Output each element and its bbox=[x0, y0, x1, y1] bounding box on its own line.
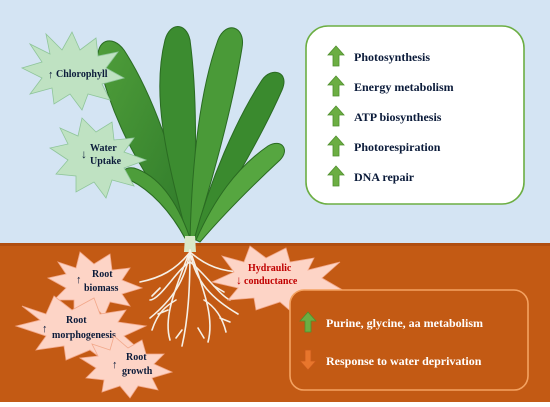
lower-panel-up-arrow-icon bbox=[299, 311, 317, 333]
upper-panel-item-label: Photosynthesis bbox=[354, 50, 430, 64]
stem bbox=[184, 236, 196, 252]
root-system bbox=[139, 249, 245, 347]
hydraulic-line1: Hydraulic bbox=[248, 263, 292, 274]
water-uptake-callout: ↓ Water Uptake bbox=[48, 117, 148, 199]
root-growth-callout: ↑ Root growth bbox=[78, 335, 174, 399]
upper-panel-up-arrow-icon bbox=[327, 75, 345, 97]
root-biomass-arrow: ↑ bbox=[76, 274, 82, 286]
upper-panel-up-arrow-icon bbox=[327, 45, 345, 67]
soil-surface-line bbox=[0, 243, 550, 246]
water-uptake-burst bbox=[48, 117, 148, 199]
water-uptake-arrow: ↓ bbox=[81, 147, 87, 161]
chlorophyll-label: Chlorophyll bbox=[56, 69, 108, 80]
upper-panel-item-label: Photorespiration bbox=[354, 140, 441, 154]
lower-panel-down-arrow-icon bbox=[299, 349, 317, 371]
leaf-center bbox=[189, 27, 243, 241]
root-biomass-line1: Root bbox=[92, 269, 113, 280]
root-morphogenesis-line1: Root bbox=[66, 315, 87, 326]
upper-panel-up-arrow-icon bbox=[327, 105, 345, 127]
hydraulic-line2: conductance bbox=[244, 276, 298, 287]
root-biomass-callout: ↑ Root biomass bbox=[46, 251, 144, 317]
upper-panel-item-label: ATP biosynthesis bbox=[354, 110, 442, 124]
root-growth-line2: growth bbox=[122, 366, 153, 377]
hydraulic-arrow: ↓ bbox=[236, 273, 242, 287]
chlorophyll-callout: ↑ Chlorophyll bbox=[20, 31, 126, 111]
root-biomass-burst bbox=[46, 251, 144, 317]
water-uptake-line2: Uptake bbox=[90, 156, 122, 167]
upper-panel-item-label: DNA repair bbox=[354, 170, 415, 184]
lower-panel-box bbox=[289, 289, 529, 391]
root-growth-arrow: ↑ bbox=[112, 359, 118, 371]
chlorophyll-arrow: ↑ bbox=[48, 69, 54, 81]
lower-panel-item-label: Purine, glycine, aa metabolism bbox=[326, 316, 483, 330]
upper-panel-up-arrow-icon bbox=[327, 135, 345, 157]
leaf-far-right bbox=[195, 142, 285, 243]
lower-panel-item-label: Response to water deprivation bbox=[326, 354, 482, 368]
chlorophyll-burst bbox=[20, 31, 126, 111]
upper-panel-item-label: Energy metabolism bbox=[354, 80, 454, 94]
upper-panel-up-arrow-icon bbox=[327, 165, 345, 187]
plant bbox=[97, 26, 285, 347]
root-growth-line1: Root bbox=[126, 352, 147, 363]
water-uptake-line1: Water bbox=[90, 143, 117, 154]
root-biomass-line2: biomass bbox=[84, 283, 119, 294]
upper-panel-box bbox=[305, 25, 525, 205]
root-morphogenesis-line2: morphogenesis bbox=[52, 330, 116, 341]
root-growth-burst bbox=[78, 335, 174, 399]
root-morphogenesis-arrow: ↑ bbox=[42, 323, 48, 335]
